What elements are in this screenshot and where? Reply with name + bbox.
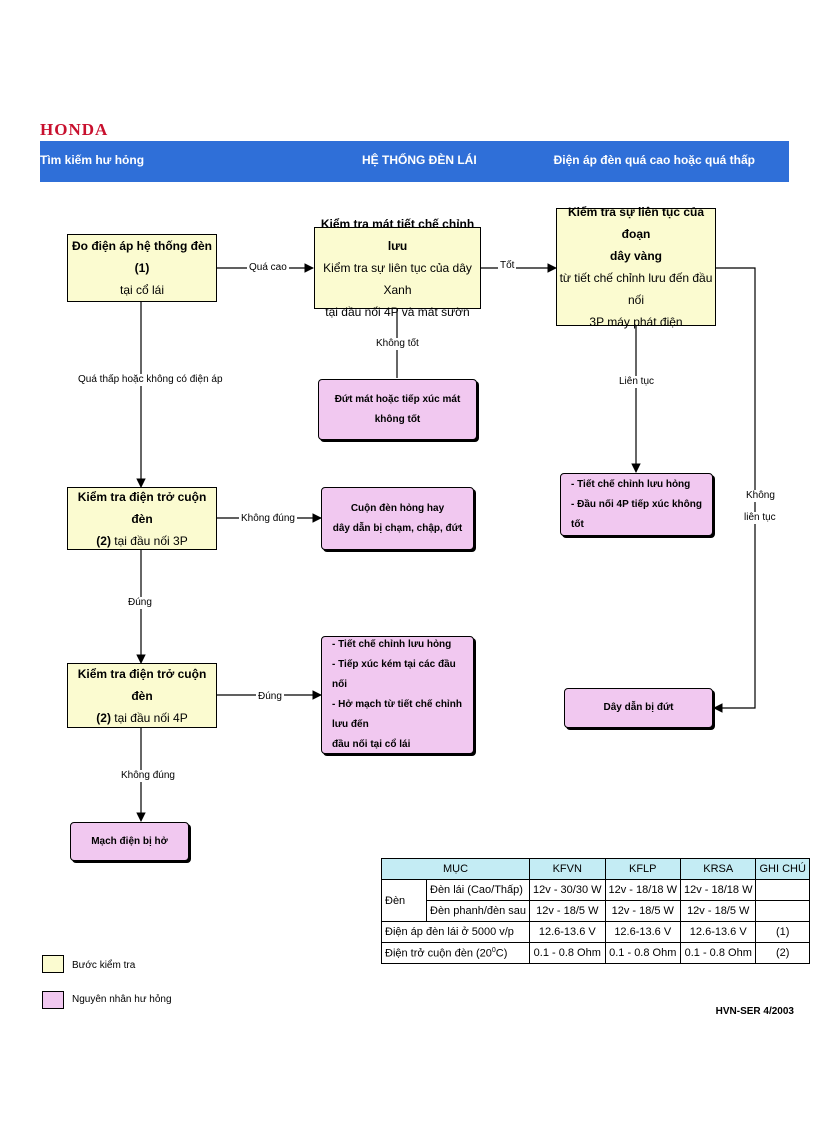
legend-cause-swatch	[42, 991, 64, 1009]
honda-logo: HONDA	[40, 120, 109, 139]
cause-regulator-4p: - Tiết chế chỉnh lưu hỏng - Đầu nối 4P t…	[560, 473, 713, 536]
table-row: Đèn phanh/đèn sau 12v - 18/5 W 12v - 18/…	[382, 900, 810, 922]
step-check-ground-line3: tại đầu nối 4P và mát sườn	[325, 305, 470, 319]
cause-bad-ground-text: Đứt mát hoặc tiếp xúc mát không tốt	[334, 393, 461, 425]
cause-regulator-connectors-line4: đầu nối tại cổ lái	[332, 739, 411, 750]
cause-regulator-4p-line2: - Đầu nối 4P tiếp xúc không tốt	[571, 498, 702, 530]
cause-open-circuit-text: Mạch điện bị hở	[91, 835, 168, 847]
cause-coil-wire: Cuộn đèn hỏng hay dây dẫn bị chạm, chập,…	[321, 487, 474, 550]
cell-note	[755, 900, 810, 922]
col-header-kflp: KFLP	[604, 858, 682, 880]
step-resistance-3p-ref: (2)	[96, 533, 111, 548]
cause-coil-wire-line2: dây dẫn bị chạm, chập, đứt	[332, 522, 463, 534]
cause-regulator-connectors-line3: - Hở mạch từ tiết chế chỉnh lưu đến	[332, 699, 462, 730]
col-header-muc: MỤC	[380, 858, 531, 880]
legend-step-swatch	[42, 955, 64, 973]
step-resistance-3p-connector: tại đầu nối 3P	[110, 533, 188, 548]
step-check-yellow-wire-line1: Kiểm tra sự liên tục của đoạn	[567, 205, 705, 241]
cell-kfvn: 0.1 - 0.8 Ohm	[529, 942, 606, 964]
banner-left-text: Tìm kiếm hư hỏng	[40, 153, 145, 167]
row-label-sup: 0	[491, 946, 496, 954]
label-tot: Tốt	[498, 260, 517, 272]
cause-bad-ground: Đứt mát hoặc tiếp xúc mát không tốt	[318, 379, 477, 440]
label-khong-dung-2: Không đúng	[119, 770, 177, 782]
cause-regulator-connectors-line2: - Tiếp xúc kém tại các đầu nối	[332, 659, 456, 690]
legend-step-label: Bước kiểm tra	[72, 960, 136, 971]
step-resistance-3p-line1: Kiểm tra điện trở cuộn đèn	[77, 489, 207, 526]
step-resistance-4p-ref: (2)	[96, 710, 111, 725]
table-row: Đèn Đèn lái (Cao/Thấp) 12v - 30/30 W 12v…	[381, 879, 810, 922]
step-resistance-4p-line2: (2) tại đầu nối 4P	[96, 707, 187, 729]
legend-cause-label: Nguyên nhân hư hỏng	[72, 994, 172, 1005]
cell-note: (2)	[755, 942, 810, 964]
step-check-yellow-wire: Kiểm tra sự liên tục của đoạn dây vàng t…	[556, 205, 716, 329]
step-check-ground: Kiểm tra mát tiết chế chỉnh lưu Kiểm tra…	[314, 217, 481, 319]
cause-regulator-4p-line1: - Tiết chế chỉnh lưu hỏng	[571, 478, 691, 490]
cell-note: (1)	[755, 921, 810, 943]
step-resistance-3p: Kiểm tra điện trở cuộn đèn (2) tại đầu n…	[67, 487, 217, 550]
step-resistance-4p-connector: tại đầu nối 4P	[110, 710, 188, 725]
cell-kflp: 12.6-13.6 V	[604, 921, 682, 943]
row-label: Đèn phanh/đèn sau	[425, 900, 531, 922]
row-label: Điện trở cuộn đèn (200C)	[380, 942, 531, 964]
title-banner: Tìm kiếm hư hỏng HỆ THỐNG ĐÈN LÁI Điện á…	[40, 141, 789, 182]
cell-krsa: 12v - 18/18 W	[679, 879, 757, 901]
document-code: HVN-SER 4/2003	[715, 1006, 794, 1017]
cause-regulator-connectors-line1: - Tiết chế chỉnh lưu hỏng	[332, 639, 452, 650]
step-resistance-3p-line2: (2) tại đầu nối 3P	[96, 530, 187, 552]
step-resistance-4p: Kiểm tra điện trở cuộn đèn (2) tại đầu n…	[67, 663, 217, 728]
row-label-post: C)	[495, 947, 508, 960]
page-title: HỆ THỐNG ĐÈN LÁI	[362, 153, 477, 167]
cell-kfvn: 12.6-13.6 V	[529, 921, 606, 943]
cell-kflp: 0.1 - 0.8 Ohm	[604, 942, 682, 964]
row-label-pre: Điện trở cuộn đèn (20	[385, 947, 492, 960]
label-dung-2: Đúng	[256, 691, 284, 703]
step-check-ground-line1: Kiểm tra mát tiết chế chỉnh lưu	[320, 217, 475, 253]
table-row: Điện áp đèn lái ở 5000 v/p 12.6-13.6 V 1…	[380, 921, 810, 943]
label-khong-dung-1: Không đúng	[239, 513, 297, 525]
label-qua-thap: Quá thấp hoặc không có điện áp	[76, 374, 225, 386]
label-khong-tot: Không tốt	[374, 338, 421, 350]
step-check-yellow-wire-line4: 3P máy phát điện	[589, 315, 683, 329]
step-resistance-4p-line1: Kiểm tra điện trở cuộn đèn	[77, 666, 207, 703]
cell-kfvn: 12v - 18/5 W	[529, 900, 606, 922]
cell-kflp: 12v - 18/18 W	[604, 879, 682, 901]
cell-kflp: 12v - 18/5 W	[604, 900, 682, 922]
row-label: Đèn lái (Cao/Thấp)	[425, 879, 531, 901]
cause-broken-wire: Dây dẫn bị đứt	[564, 688, 713, 728]
col-header-krsa: KRSA	[679, 858, 757, 880]
step-check-ground-line2: Kiểm tra sự liên tục của dây Xanh	[323, 261, 472, 297]
spec-header-row: MỤC KFVN KFLP KRSA GHI CHÚ	[380, 858, 810, 880]
row-group-den: Đèn	[381, 879, 427, 922]
col-header-ghi-chu: GHI CHÚ	[755, 858, 810, 880]
step-check-yellow-wire-line3: từ tiết chế chỉnh lưu đến đầu nối	[559, 271, 713, 307]
cause-regulator-connectors: - Tiết chế chỉnh lưu hỏng - Tiếp xúc kém…	[321, 636, 474, 754]
cause-broken-wire-text: Dây dẫn bị đứt	[603, 702, 674, 713]
step-measure-voltage-line2: tại cổ lái	[119, 283, 165, 297]
label-khong: Không	[744, 490, 777, 502]
cell-krsa: 12v - 18/5 W	[679, 900, 757, 922]
cause-open-circuit: Mạch điện bị hở	[70, 822, 189, 861]
arrow-s3-c5	[713, 267, 756, 713]
spec-table: MỤC KFVN KFLP KRSA GHI CHÚ Đèn Đèn lái (…	[380, 858, 810, 964]
cell-note	[755, 879, 810, 901]
cell-krsa: 12.6-13.6 V	[679, 921, 757, 943]
banner-right-text: Điện áp đèn quá cao hoặc quá thấp	[553, 153, 755, 167]
label-lien-tuc-2: liên tục	[742, 512, 778, 524]
col-header-kfvn: KFVN	[529, 858, 606, 880]
cell-krsa: 0.1 - 0.8 Ohm	[679, 942, 757, 964]
row-label: Điện áp đèn lái ở 5000 v/p	[380, 921, 531, 943]
step-measure-voltage-line1: Đo điện áp hệ thống đèn (1)	[72, 239, 212, 275]
step-measure-voltage: Đo điện áp hệ thống đèn (1) tại cổ lái	[67, 234, 217, 302]
cause-coil-wire-line1: Cuộn đèn hỏng hay	[350, 502, 445, 514]
cell-kfvn: 12v - 30/30 W	[529, 879, 606, 901]
label-qua-cao: Quá cao	[247, 262, 289, 274]
table-row: Điện trở cuộn đèn (200C) 0.1 - 0.8 Ohm 0…	[380, 942, 810, 964]
step-check-yellow-wire-line2: dây vàng	[609, 249, 663, 263]
label-lien-tuc: Liên tục	[617, 376, 657, 388]
label-dung-1: Đúng	[126, 597, 154, 609]
